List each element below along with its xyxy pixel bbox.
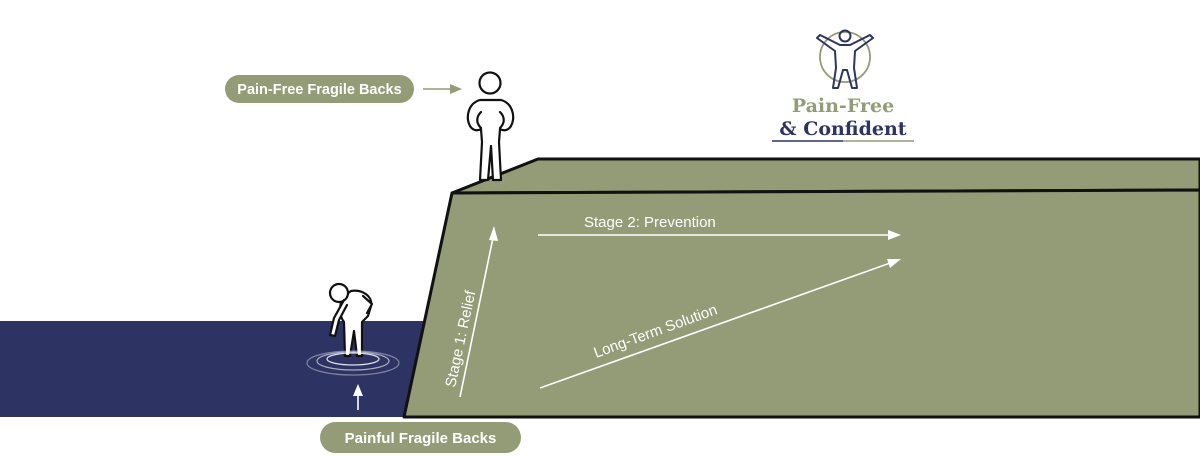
logo-figure-icon xyxy=(816,29,874,89)
plateau-top xyxy=(450,157,1200,195)
stage2-arrow xyxy=(538,230,901,240)
top-pill: Pain-Free Fragile Backs xyxy=(225,75,414,103)
stage1-arrow xyxy=(459,226,498,398)
water-ripples xyxy=(306,350,400,376)
logo: Pain-Free & Confident xyxy=(772,29,914,142)
plateau-front xyxy=(402,188,1200,419)
bottom-pill: Painful Fragile Backs xyxy=(320,422,521,453)
bent-person-figure xyxy=(328,282,374,358)
long-term-arrow xyxy=(539,259,901,389)
top-pill-arrow xyxy=(423,84,462,94)
standing-person-figure xyxy=(466,71,515,182)
painful-zone xyxy=(0,321,440,417)
top-pill-label: Pain-Free Fragile Backs xyxy=(237,82,401,98)
bottom-pill-arrow xyxy=(353,384,363,410)
bottom-pill-label: Painful Fragile Backs xyxy=(345,430,497,447)
logo-line2: & Confident xyxy=(779,118,906,140)
stage2-label: Stage 2: Prevention xyxy=(584,214,716,231)
logo-line1: Pain-Free xyxy=(792,95,894,117)
